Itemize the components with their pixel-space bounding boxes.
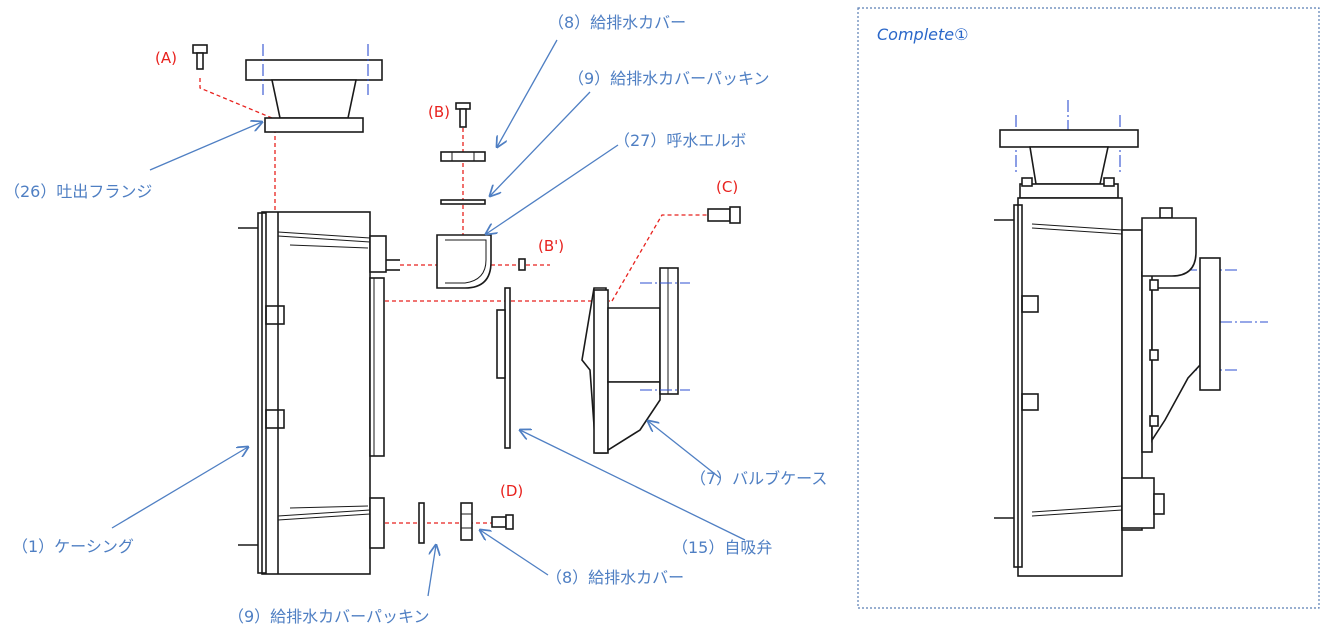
discharge-flange-part bbox=[245, 44, 383, 133]
ref-d: (D) bbox=[500, 482, 523, 500]
self-priming-valve-part bbox=[496, 287, 511, 449]
label-cover-packing-top: （9）給排水カバーパッキン bbox=[568, 69, 770, 88]
label-self-priming-valve: （15）自吸弁 bbox=[672, 538, 772, 557]
label-valve-case: （7）バルブケース bbox=[690, 469, 827, 488]
ref-b-prime: (B') bbox=[538, 237, 564, 255]
part-labels: （8）給排水カバー （9）給排水カバーパッキン （27）呼水エルボ （26）吐出… bbox=[4, 13, 827, 626]
label-priming-elbow: （27）呼水エルボ bbox=[614, 131, 746, 150]
reference-labels: (A) (B) (B') (C) (D) bbox=[155, 49, 738, 500]
complete-panel-frame bbox=[857, 7, 1320, 609]
bolt-c bbox=[707, 206, 741, 224]
complete-assembly-drawing bbox=[994, 100, 1268, 577]
ref-c: (C) bbox=[716, 178, 738, 196]
assembly-paths bbox=[199, 78, 712, 524]
bolt-a bbox=[192, 44, 208, 70]
valve-case-part bbox=[581, 267, 690, 454]
label-cover-packing-bottom: （9）給排水カバーパッキン bbox=[228, 607, 430, 626]
supply-cover-top-part bbox=[440, 102, 486, 205]
label-discharge-flange: （26）吐出フランジ bbox=[4, 182, 152, 201]
priming-elbow-part bbox=[436, 234, 526, 289]
supply-cover-bottom-part bbox=[418, 502, 514, 544]
label-supply-cover-bottom: （8）給排水カバー bbox=[546, 568, 684, 587]
leader-arrows bbox=[111, 39, 746, 597]
complete-panel-title: Complete① bbox=[877, 25, 968, 44]
label-casing: （1）ケーシング bbox=[12, 537, 134, 556]
ref-a: (A) bbox=[155, 49, 177, 67]
ref-b: (B) bbox=[428, 103, 450, 121]
label-supply-cover-top: （8）給排水カバー bbox=[548, 13, 686, 32]
casing-part bbox=[238, 211, 400, 575]
